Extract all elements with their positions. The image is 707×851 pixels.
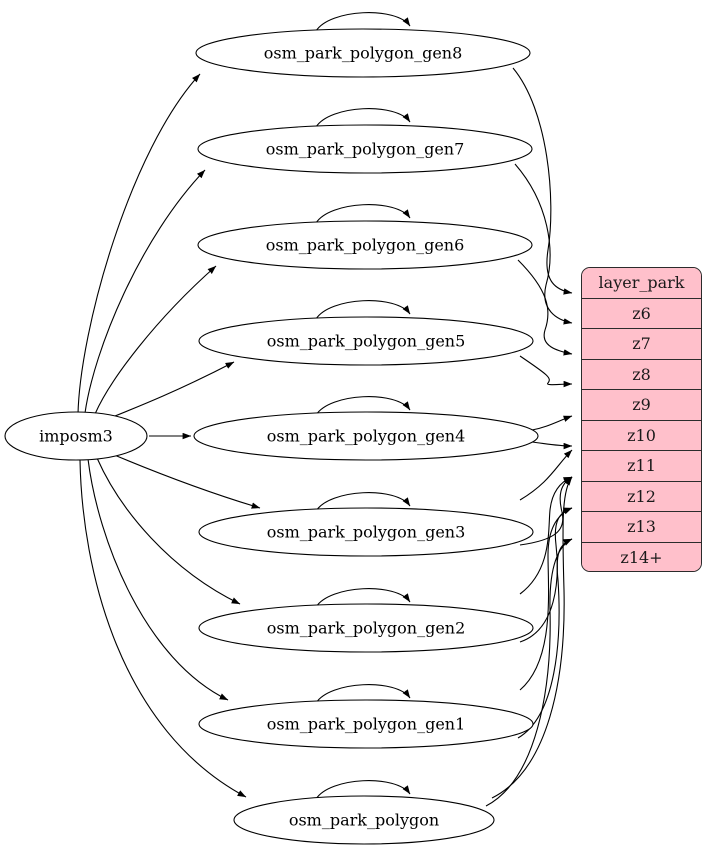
node-gen6-label: osm_park_polygon_gen6 <box>266 236 465 255</box>
edge-gen7-to-z7 <box>514 163 573 325</box>
node-imposm3[interactable]: imposm3 <box>4 411 148 461</box>
layer-park-row-z11[interactable]: z11 <box>582 451 701 482</box>
layer-park-row-z9[interactable]: z9 <box>582 390 701 421</box>
layer-park-row-z14plus[interactable]: z14+ <box>582 542 701 571</box>
edge-imposm3-to-gen2 <box>96 457 241 605</box>
node-osm-park-polygon-gen3[interactable]: osm_park_polygon_gen3 <box>198 507 534 557</box>
node-osm-park-polygon-gen5[interactable]: osm_park_polygon_gen5 <box>198 316 534 366</box>
edge-imposm3-to-polygon <box>79 459 247 798</box>
node-gen1-label: osm_park_polygon_gen1 <box>267 715 466 734</box>
edge-imposm3-to-gen1 <box>87 458 229 701</box>
layer-park-node[interactable]: layer_park z6 z7 z8 z9 z10 z11 z12 z13 z… <box>581 267 702 572</box>
edges-tables-to-layer <box>485 67 573 807</box>
self-loop-gen7 <box>315 108 411 128</box>
edge-polygon-to-z14 <box>485 538 573 807</box>
edge-imposm3-to-gen7 <box>84 169 206 414</box>
self-loop-gen5 <box>315 300 411 320</box>
node-osm-park-polygon-gen8[interactable]: osm_park_polygon_gen8 <box>195 28 531 78</box>
edge-gen8-to-z6 <box>512 67 573 295</box>
node-osm-park-polygon-gen2[interactable]: osm_park_polygon_gen2 <box>198 603 534 653</box>
node-gen4-label: osm_park_polygon_gen4 <box>267 427 466 446</box>
edge-imposm3-to-gen6 <box>94 265 217 415</box>
node-osm-park-polygon-gen6[interactable]: osm_park_polygon_gen6 <box>197 220 533 270</box>
node-gen7-label: osm_park_polygon_gen7 <box>266 140 465 159</box>
edge-gen6-to-z8 <box>517 259 573 356</box>
edge-gen1-to-z13 <box>519 507 573 691</box>
self-loop-gen4 <box>315 396 411 416</box>
self-loop-polygon <box>315 780 411 800</box>
self-loops <box>315 12 411 800</box>
self-loop-gen3 <box>315 492 411 512</box>
edge-gen5-to-z9 <box>519 355 573 388</box>
layer-park-row-z12[interactable]: z12 <box>582 481 701 512</box>
layer-park-row-z8[interactable]: z8 <box>582 359 701 390</box>
self-loop-gen6 <box>315 204 411 224</box>
self-loop-gen1 <box>315 684 411 704</box>
node-osm-park-polygon-gen4[interactable]: osm_park_polygon_gen4 <box>193 411 539 461</box>
node-osm-park-polygon-gen1[interactable]: osm_park_polygon_gen1 <box>198 699 534 749</box>
self-loop-gen8 <box>315 12 411 32</box>
layer-park-row-z6[interactable]: z6 <box>582 298 701 329</box>
node-gen2-label: osm_park_polygon_gen2 <box>267 619 466 638</box>
self-loop-gen2 <box>315 588 411 608</box>
node-gen5-label: osm_park_polygon_gen5 <box>267 332 466 351</box>
edge-polygon-to-z12 <box>491 476 573 799</box>
edge-gen3-to-z11 <box>519 449 573 501</box>
edge-gen2-to-z12 <box>519 476 573 595</box>
node-polygon-label: osm_park_polygon <box>289 811 439 830</box>
edge-imposm3-to-gen8 <box>77 73 201 415</box>
edge-gen1-to-z14 <box>517 538 573 739</box>
node-osm-park-polygon[interactable]: osm_park_polygon <box>233 795 495 845</box>
layer-park-row-z13[interactable]: z13 <box>582 512 701 543</box>
node-osm-park-polygon-gen7[interactable]: osm_park_polygon_gen7 <box>197 124 533 174</box>
layer-park-row-z7[interactable]: z7 <box>582 329 701 360</box>
edge-gen4-to-z11 <box>531 441 573 450</box>
edge-gen3-to-z12 <box>519 476 573 546</box>
node-imposm3-label: imposm3 <box>39 427 113 446</box>
edge-imposm3-to-gen5 <box>109 361 235 419</box>
layer-park-row-z10[interactable]: z10 <box>582 420 701 451</box>
edge-gen4-to-z10 <box>531 415 573 431</box>
node-gen3-label: osm_park_polygon_gen3 <box>267 523 466 542</box>
node-gen8-label: osm_park_polygon_gen8 <box>264 44 463 63</box>
edge-imposm3-to-gen3 <box>111 453 261 509</box>
edges-source-to-tables <box>77 73 261 798</box>
layer-park-title: layer_park <box>582 268 701 299</box>
